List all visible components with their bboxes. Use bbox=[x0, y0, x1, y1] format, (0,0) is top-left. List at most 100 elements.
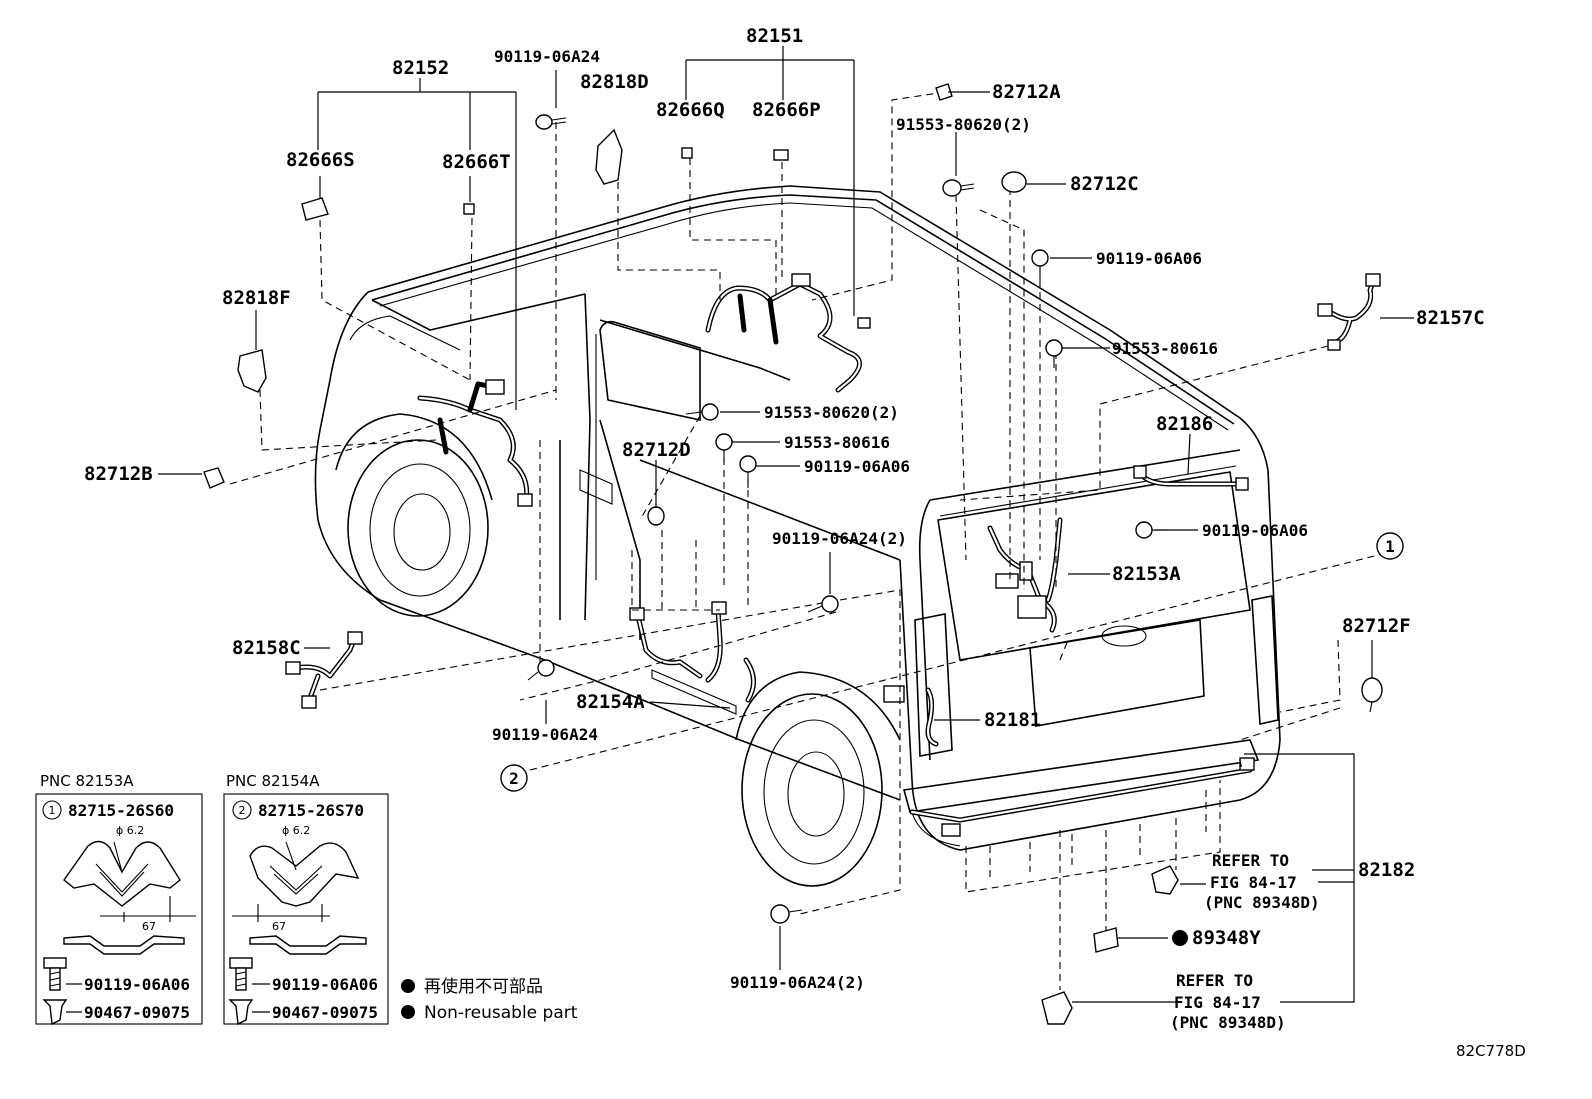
bolt-icon bbox=[1031, 249, 1049, 280]
inset-pnc-82153A: PNC 82153A 1 82715-26S60 ϕ 6.2 67 90119-… bbox=[35, 772, 203, 1026]
refer2-line3: (PNC 89348D) bbox=[1170, 1013, 1286, 1032]
inset2-dim: 67 bbox=[272, 920, 286, 933]
bolt-icon bbox=[535, 114, 567, 130]
connector-icon bbox=[1093, 927, 1119, 953]
inset2-dia: ϕ 6.2 bbox=[282, 824, 310, 837]
grommet-icon bbox=[1361, 677, 1383, 713]
label-82712D: 82712D bbox=[622, 439, 691, 461]
inset2-pnc: PNC 82154A bbox=[226, 772, 320, 790]
label-90119-06A24-bot: 90119-06A24 bbox=[492, 725, 598, 744]
clamp-icon bbox=[647, 506, 665, 526]
label-82666T: 82666T bbox=[442, 151, 511, 173]
clamp-icon bbox=[935, 83, 953, 101]
label-91553-80620-2-mid: 91553-80620(2) bbox=[764, 403, 899, 422]
label-82157C: 82157C bbox=[1416, 307, 1485, 329]
clamp-icon bbox=[681, 147, 693, 159]
refer1-line1: REFER TO bbox=[1212, 851, 1289, 870]
inset-pnc-82154A: PNC 82154A 2 82715-26S70 ϕ 6.2 67 90119-… bbox=[223, 772, 389, 1026]
bolt-icon bbox=[942, 179, 975, 197]
label-82152: 82152 bbox=[392, 57, 449, 79]
bolt-icon bbox=[807, 595, 839, 613]
grommet-icon bbox=[1001, 171, 1027, 193]
label-82712C: 82712C bbox=[1070, 173, 1139, 195]
label-89348Y: 89348Y bbox=[1192, 927, 1261, 949]
part-labels: 82151 82152 90119-06A24 82818D 82666Q 82… bbox=[84, 25, 1485, 1032]
label-82151: 82151 bbox=[746, 25, 803, 47]
label-82153A: 82153A bbox=[1112, 563, 1181, 585]
label-82186: 82186 bbox=[1156, 413, 1213, 435]
label-90119-06A06-c: 90119-06A06 bbox=[1202, 521, 1308, 540]
inset1-pnc: PNC 82153A bbox=[40, 772, 134, 790]
inset2-part: 82715-26S70 bbox=[258, 801, 364, 820]
svg-text:1: 1 bbox=[49, 804, 56, 817]
refer1-line3: (PNC 89348D) bbox=[1204, 893, 1320, 912]
label-82818F: 82818F bbox=[222, 287, 291, 309]
clamp-icon bbox=[773, 149, 789, 161]
label-90119-06A24-top: 90119-06A24 bbox=[494, 47, 600, 66]
label-82666Q: 82666Q bbox=[656, 99, 725, 121]
refer2-line1: REFER TO bbox=[1176, 971, 1253, 990]
figure-code: 82C778D bbox=[1456, 1042, 1526, 1060]
label-82712A: 82712A bbox=[992, 81, 1061, 103]
label-82158C: 82158C bbox=[232, 637, 301, 659]
clamp-icon bbox=[301, 197, 329, 221]
harness-82152 bbox=[417, 379, 533, 507]
harness-82151 bbox=[705, 273, 871, 393]
legend-dot-jp bbox=[401, 979, 415, 993]
bolt-icon bbox=[685, 403, 719, 421]
bolt-icon bbox=[770, 904, 803, 924]
inset1-dia: ϕ 6.2 bbox=[116, 824, 144, 837]
bolt-icon bbox=[739, 455, 757, 488]
protector-icon bbox=[595, 128, 623, 185]
bolt-icon bbox=[229, 957, 253, 991]
inset1-clip: 90467-09075 bbox=[84, 1003, 190, 1022]
svg-text:1: 1 bbox=[1385, 537, 1395, 556]
clamp-icon bbox=[463, 203, 475, 215]
label-82712B: 82712B bbox=[84, 463, 153, 485]
harness-82181 bbox=[883, 685, 939, 747]
label-91553-80616-a: 91553-80616 bbox=[1112, 339, 1218, 358]
clip-icon bbox=[42, 999, 68, 1026]
legend: 再使用不可部品 Non-reusable part bbox=[401, 976, 578, 1023]
label-leaders bbox=[158, 46, 1414, 1003]
svg-text:2: 2 bbox=[509, 769, 519, 788]
callout-1: 1 bbox=[1376, 532, 1404, 560]
label-90119-06A06-b: 90119-06A06 bbox=[804, 457, 910, 476]
bolt-icon bbox=[715, 433, 733, 462]
harness-82154A bbox=[629, 601, 756, 715]
harness-82153A bbox=[987, 517, 1063, 633]
dashed-leaders bbox=[229, 91, 1391, 990]
inset1-part: 82715-26S60 bbox=[68, 801, 174, 820]
label-90119-06A06-a: 90119-06A06 bbox=[1096, 249, 1202, 268]
legend-dot-en bbox=[401, 1005, 415, 1019]
label-82182: 82182 bbox=[1358, 859, 1415, 881]
inset1-dim: 67 bbox=[142, 920, 156, 933]
label-82712F: 82712F bbox=[1342, 615, 1411, 637]
harness-82157C bbox=[1317, 273, 1381, 351]
van-body bbox=[314, 185, 1281, 887]
clip-icon bbox=[228, 999, 254, 1026]
harness-82158C bbox=[285, 631, 363, 709]
bolt-icon bbox=[527, 659, 555, 681]
label-82181: 82181 bbox=[984, 709, 1041, 731]
legend-jp: 再使用不可部品 bbox=[424, 976, 543, 997]
label-91553-80616-b: 91553-80616 bbox=[784, 433, 890, 452]
protector-icon bbox=[237, 349, 267, 393]
label-91553-80620-2-top: 91553-80620(2) bbox=[896, 115, 1031, 134]
label-90119-06A24-2-bot: 90119-06A24(2) bbox=[730, 973, 865, 992]
bolt-icon bbox=[43, 957, 67, 991]
harness-82182 bbox=[909, 757, 1255, 837]
connector-icon bbox=[1151, 865, 1179, 895]
clamp-icon bbox=[203, 467, 225, 489]
harness-82186 bbox=[1133, 465, 1249, 491]
legend-en: Non-reusable part bbox=[424, 1003, 578, 1023]
callout-2: 2 bbox=[500, 764, 528, 792]
label-90119-06A24-2-mid: 90119-06A24(2) bbox=[772, 529, 907, 548]
connector-icon bbox=[1041, 991, 1073, 1025]
label-82818D: 82818D bbox=[580, 71, 649, 93]
svg-text:2: 2 bbox=[239, 804, 246, 817]
bolt-icon bbox=[1045, 339, 1063, 368]
label-82154A: 82154A bbox=[576, 691, 645, 713]
refer1-line2: FIG 84-17 bbox=[1210, 873, 1297, 892]
